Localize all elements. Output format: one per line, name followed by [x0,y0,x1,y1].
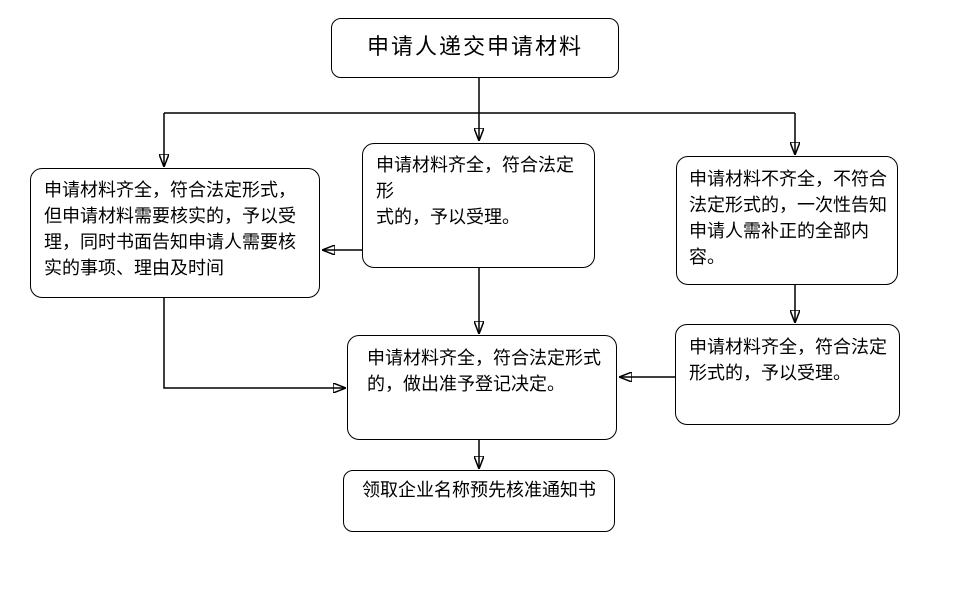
flow-node-verify: 申请材料齐全，符合法定形式， 但申请材料需要核实的，予以受 理，同时书面告知申请… [30,168,320,298]
flow-node-submit-label: 申请人递交申请材料 [366,35,583,60]
flow-node-accept-right-label: 申请材料齐全，符合法定 形式的，予以受理。 [689,337,887,384]
flow-node-decision-label: 申请材料齐全，符合法定形式 的，做出准予登记决定。 [367,348,601,395]
flow-node-incomplete: 申请材料不齐全，不符合 法定形式的，一次性告知 申请人需补正的全部内 容。 [676,156,898,285]
edge-verify-to-decision [163,298,345,388]
flow-node-submit: 申请人递交申请材料 [331,18,619,78]
flow-node-incomplete-label: 申请材料不齐全，不符合 法定形式的，一次性告知 申请人需补正的全部内 容。 [689,169,887,268]
flow-node-accept-middle-label: 申请材料齐全，符合法定形 式的，予以受理。 [376,155,574,228]
flow-node-notice-label: 领取企业名称预先核准通知书 [362,480,596,501]
flow-node-accept-right: 申请材料齐全，符合法定 形式的，予以受理。 [675,324,900,425]
flow-node-verify-label: 申请材料齐全，符合法定形式， 但申请材料需要核实的，予以受 理，同时书面告知申请… [44,180,296,279]
flow-node-decision: 申请材料齐全，符合法定形式 的，做出准予登记决定。 [347,335,617,440]
flow-node-notice: 领取企业名称预先核准通知书 [343,470,615,532]
flow-node-accept-middle: 申请材料齐全，符合法定形 式的，予以受理。 [362,143,595,268]
